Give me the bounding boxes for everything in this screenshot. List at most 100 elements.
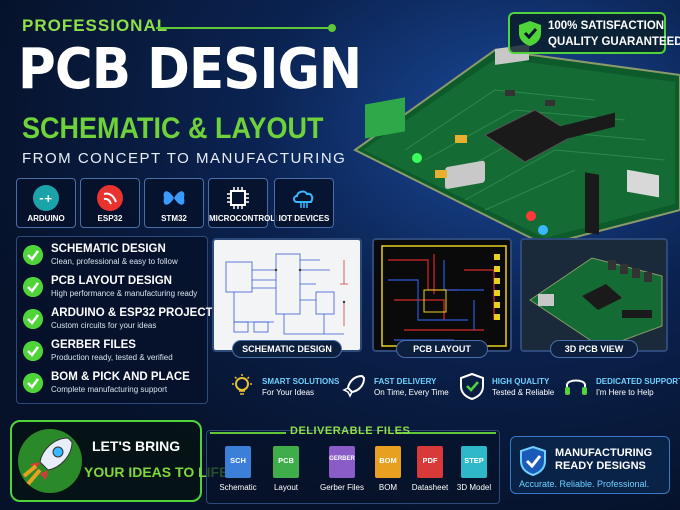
layout-drawing <box>381 245 507 347</box>
mfg-line3: Accurate. Reliable. Professional. <box>519 479 650 489</box>
service-support: DEDICATED SUPPORT I'm Here to Help <box>562 372 680 402</box>
feature-title: GERBER FILES <box>51 339 136 351</box>
pcb-board-illustration <box>353 44 680 247</box>
lightbulb-icon <box>232 374 252 395</box>
tagline: FROM CONCEPT TO MANUFACTURING <box>22 150 347 167</box>
file-label: Layout <box>273 483 299 492</box>
file-ext: BOM <box>379 456 397 465</box>
platform-label: IOT DEVICES <box>278 214 330 223</box>
platform-iot: IOT DEVICES <box>274 178 334 228</box>
service-desc: On Time, Every Time <box>374 388 449 397</box>
feature-title: BOM & PICK AND PLACE <box>51 371 190 383</box>
platform-arduino: -+ ARDUINO <box>16 178 76 228</box>
feature-desc: Production ready, tested & verified <box>51 353 173 362</box>
list-item: GERBER FILES Production ready, tested & … <box>23 339 205 371</box>
mfg-line2: READY DESIGNS <box>555 460 646 472</box>
file-icon <box>375 446 401 478</box>
shield-check-icon <box>520 445 546 477</box>
service-desc: For Your Ideas <box>262 388 315 397</box>
stm32-icon <box>163 191 185 205</box>
service-title: SMART SOLUTIONS <box>262 377 340 386</box>
file-ext: PDF <box>422 456 438 465</box>
esp32-icon <box>97 185 123 211</box>
file-ext: PCB <box>278 456 294 465</box>
mfg-line1: MANUFACTURING <box>555 447 653 459</box>
feature-title: ARDUINO & ESP32 PROJECTS <box>51 307 221 319</box>
file-label: Gerber Files <box>319 483 364 492</box>
feature-title: SCHEMATIC DESIGN <box>51 243 166 255</box>
schematic-label: SCHEMATIC DESIGN <box>232 340 342 358</box>
platform-label: MICROCONTROLLERS <box>209 214 297 223</box>
kicker-dot <box>328 24 336 32</box>
headset-icon <box>565 379 587 395</box>
kicker-text: PROFESSIONAL <box>22 16 169 35</box>
service-smart: SMART SOLUTIONS For Your Ideas <box>228 372 339 402</box>
schematic-drawing <box>225 253 348 335</box>
divider <box>210 432 286 434</box>
service-desc: I'm Here to Help <box>596 388 654 397</box>
chip-icon <box>227 187 249 209</box>
service-title: HIGH QUALITY <box>492 377 550 386</box>
cta-box: LET'S BRING YOUR IDEAS TO LIFE! <box>10 420 233 502</box>
file-label: Schematic <box>219 483 257 492</box>
feature-title: PCB LAYOUT DESIGN <box>51 275 172 287</box>
check-icon <box>23 245 43 265</box>
service-title: DEDICATED SUPPORT <box>596 377 680 386</box>
cloud-icon <box>293 190 314 208</box>
check-icon <box>23 341 43 361</box>
feature-desc: High performance & manufacturing ready <box>51 289 198 298</box>
platform-label: ARDUINO <box>27 214 65 223</box>
3d-preview <box>520 238 668 352</box>
file-label: Datasheet <box>411 483 449 492</box>
page-title: PCB DESIGN <box>18 37 362 102</box>
check-icon <box>23 277 43 297</box>
badge-line1: 100% SATISFACTION <box>548 20 665 32</box>
feature-desc: Custom circuits for your ideas <box>51 321 157 330</box>
check-icon <box>23 309 43 329</box>
list-item: PCB LAYOUT DESIGN High performance & man… <box>23 275 205 307</box>
cta-line1: LET'S BRING <box>92 438 181 454</box>
platform-esp32: ESP32 <box>80 178 140 228</box>
shield-check-icon <box>519 21 541 46</box>
shield-check-icon <box>460 372 484 400</box>
file-ext: GERBER <box>329 456 355 462</box>
list-item: SCHEMATIC DESIGN Clean, professional & e… <box>23 243 205 275</box>
layout-label: PCB LAYOUT <box>396 340 488 358</box>
badge-line2: QUALITY GUARANTEED <box>548 36 680 48</box>
service-title: FAST DELIVERY <box>374 377 437 386</box>
3d-board-drawing <box>529 257 663 349</box>
file-ext: SCH <box>230 456 246 465</box>
rocket-icon <box>342 374 366 398</box>
deliverables-title: DELIVERABLE FILES <box>290 425 411 437</box>
platform-stm32: STM32 <box>144 178 204 228</box>
check-icon <box>23 373 43 393</box>
layout-preview <box>372 238 512 352</box>
feature-list: SCHEMATIC DESIGN Clean, professional & e… <box>16 236 220 404</box>
file-label: BOM <box>378 483 398 492</box>
file-icon <box>417 446 443 478</box>
list-item: BOM & PICK AND PLACE Complete manufactur… <box>23 371 205 403</box>
schematic-preview <box>212 238 362 352</box>
arduino-icon: -+ <box>33 185 59 211</box>
deliverables-box <box>206 430 500 504</box>
file-icon <box>273 446 299 478</box>
file-ext: STEP <box>464 456 484 465</box>
service-desc: Tested & Reliable <box>492 388 555 397</box>
service-fast: FAST DELIVERY On Time, Every Time <box>340 372 449 402</box>
rocket-icon <box>18 429 82 493</box>
list-item: ARDUINO & ESP32 PROJECTS Custom circuits… <box>23 307 220 339</box>
page-subtitle: SCHEMATIC & LAYOUT <box>22 112 324 145</box>
file-label: 3D Model <box>456 483 492 492</box>
manufacturing-box: MANUFACTURING READY DESIGNS Accurate. Re… <box>510 436 670 494</box>
platform-microcontrollers: MICROCONTROLLERS <box>208 178 297 228</box>
feature-desc: Complete manufacturing support <box>51 385 168 394</box>
file-icon <box>225 446 251 478</box>
cta-line2: YOUR IDEAS TO LIFE! <box>84 464 234 480</box>
kicker-underline <box>156 27 332 29</box>
3d-label: 3D PCB VIEW <box>550 340 638 358</box>
file-icon <box>329 446 355 478</box>
platform-label: ESP32 <box>97 214 123 223</box>
platform-label: STM32 <box>161 214 187 223</box>
service-quality: HIGH QUALITY Tested & Reliable <box>458 372 558 402</box>
